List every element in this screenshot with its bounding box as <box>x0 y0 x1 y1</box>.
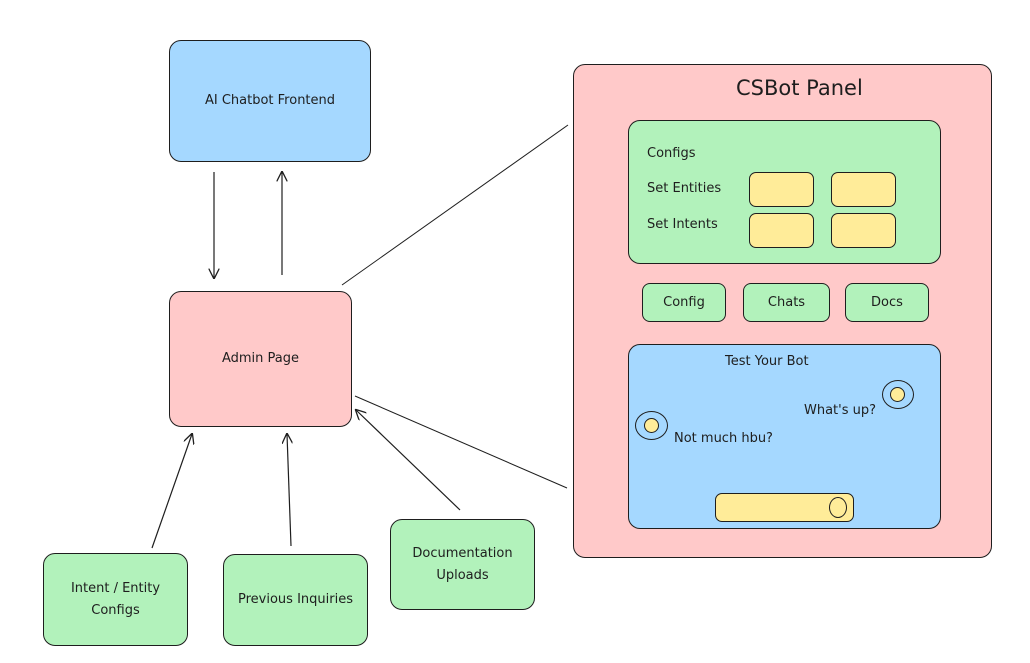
frontend-node: AI Chatbot Frontend <box>169 40 371 162</box>
frontend-label: AI Chatbot Frontend <box>204 93 336 108</box>
entity-field-2[interactable] <box>831 172 896 207</box>
test-bot-heading: Test Your Bot <box>725 354 809 369</box>
user-message: What's up? <box>804 403 877 418</box>
tab-docs-label: Docs <box>871 294 903 310</box>
documentation-uploads-node: Documentation Uploads <box>390 519 535 610</box>
previous-inquiries-label: Previous Inquiries <box>238 592 353 607</box>
tab-chats[interactable]: Chats <box>743 283 830 322</box>
set-entities-label: Set Entities <box>647 181 722 196</box>
set-intents-label: Set Intents <box>647 217 718 232</box>
intent-field-2[interactable] <box>831 213 896 248</box>
arrow-docs-to-admin <box>356 410 461 511</box>
intent-entity-configs-node: Intent / Entity Configs <box>43 553 188 646</box>
admin-page-node: Admin Page <box>169 291 352 427</box>
bot-avatar-dot-icon <box>644 418 659 433</box>
configs-heading: Configs <box>647 146 696 161</box>
intent-field-1[interactable] <box>749 213 814 248</box>
admin-page-label: Admin Page <box>221 351 300 366</box>
tab-docs[interactable]: Docs <box>845 283 929 322</box>
zoom-line-top <box>341 124 569 286</box>
bot-message: Not much hbu? <box>674 431 773 446</box>
arrow-configs-to-admin <box>151 434 192 549</box>
panel-title: CSBot Panel <box>736 76 863 100</box>
tab-config[interactable]: Config <box>642 283 726 322</box>
tab-chats-label: Chats <box>767 294 806 310</box>
zoom-line-bottom <box>354 395 568 489</box>
documentation-uploads-label: Documentation Uploads <box>412 545 513 583</box>
send-button-icon[interactable] <box>829 497 847 518</box>
intent-entity-configs-label: Intent / Entity Configs <box>70 580 161 618</box>
entity-field-1[interactable] <box>749 172 814 207</box>
tab-config-label: Config <box>663 294 705 310</box>
arrow-inquiries-to-admin <box>287 434 291 547</box>
user-avatar-dot-icon <box>890 387 905 402</box>
previous-inquiries-node: Previous Inquiries <box>223 554 368 646</box>
